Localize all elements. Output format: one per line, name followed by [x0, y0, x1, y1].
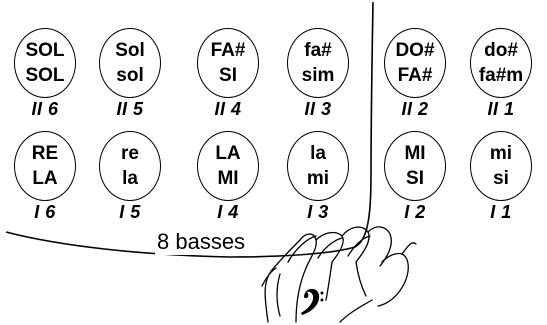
button-bottom-note: mi [306, 168, 330, 189]
button-position-label: II 2 [401, 99, 429, 119]
button-top-note: RE [31, 143, 59, 164]
button-top-note: Sol [115, 40, 145, 61]
bass-button-row2-col2[interactable]: re la [99, 131, 161, 201]
button-bottom-note: SI [406, 168, 424, 189]
bass-button-row1-col1[interactable]: SOL SOL [14, 28, 76, 98]
bass-button-row1-col6[interactable]: do# fa#m [470, 28, 532, 98]
button-position-label: II 1 [487, 99, 515, 119]
button-bottom-note: MI [217, 168, 239, 189]
button-bottom-note: SI [219, 65, 237, 86]
button-bottom-note: fa#m [478, 65, 524, 86]
bass-button-row1-col3[interactable]: FA# SI [197, 28, 259, 98]
button-bottom-note: SOL [25, 65, 65, 86]
button-top-note: DO# [395, 40, 435, 61]
button-position-label: I 4 [217, 202, 239, 222]
button-position-label: I 2 [404, 202, 426, 222]
button-top-note: mi [489, 143, 513, 164]
button-position-label: II 5 [116, 99, 144, 119]
button-bottom-note: LA [32, 168, 58, 189]
button-top-note: FA# [210, 40, 246, 61]
button-position-label: II 6 [31, 99, 59, 119]
bass-button-row2-col6[interactable]: mi si [470, 131, 532, 201]
bass-button-row2-col4[interactable]: la mi [287, 131, 349, 201]
bass-button-row1-col5[interactable]: DO# FA# [384, 28, 446, 98]
button-top-note: MI [404, 143, 426, 164]
button-top-note: SOL [25, 40, 65, 61]
button-top-note: LA [215, 143, 241, 164]
button-top-note: la [310, 143, 326, 164]
button-bottom-note: sim [301, 65, 335, 86]
button-top-note: re [121, 143, 139, 164]
button-position-label: I 5 [119, 202, 141, 222]
button-top-note: do# [484, 40, 518, 61]
button-bottom-note: la [122, 168, 138, 189]
button-bottom-note: sol [116, 65, 144, 86]
button-position-label: II 4 [214, 99, 242, 119]
button-position-label: I 1 [490, 202, 512, 222]
button-position-label: II 3 [304, 99, 332, 119]
basses-boundary-curve [5, 231, 356, 258]
divider-curve [354, 1, 374, 248]
button-top-note: fa# [304, 40, 332, 61]
button-position-label: I 6 [34, 202, 56, 222]
bass-button-row1-col4[interactable]: fa# sim [287, 28, 349, 98]
button-bottom-note: FA# [397, 65, 433, 86]
hand-icon [261, 226, 417, 323]
basses-caption: 8 basses [155, 229, 248, 255]
button-position-label: I 3 [307, 202, 329, 222]
bass-button-row1-col2[interactable]: Sol sol [99, 28, 161, 98]
button-bottom-note: si [493, 168, 509, 189]
bass-button-row2-col5[interactable]: MI SI [384, 131, 446, 201]
bass-button-row2-col1[interactable]: RE LA [14, 131, 76, 201]
bass-button-row2-col3[interactable]: LA MI [197, 131, 259, 201]
bass-clef-icon [301, 288, 324, 315]
